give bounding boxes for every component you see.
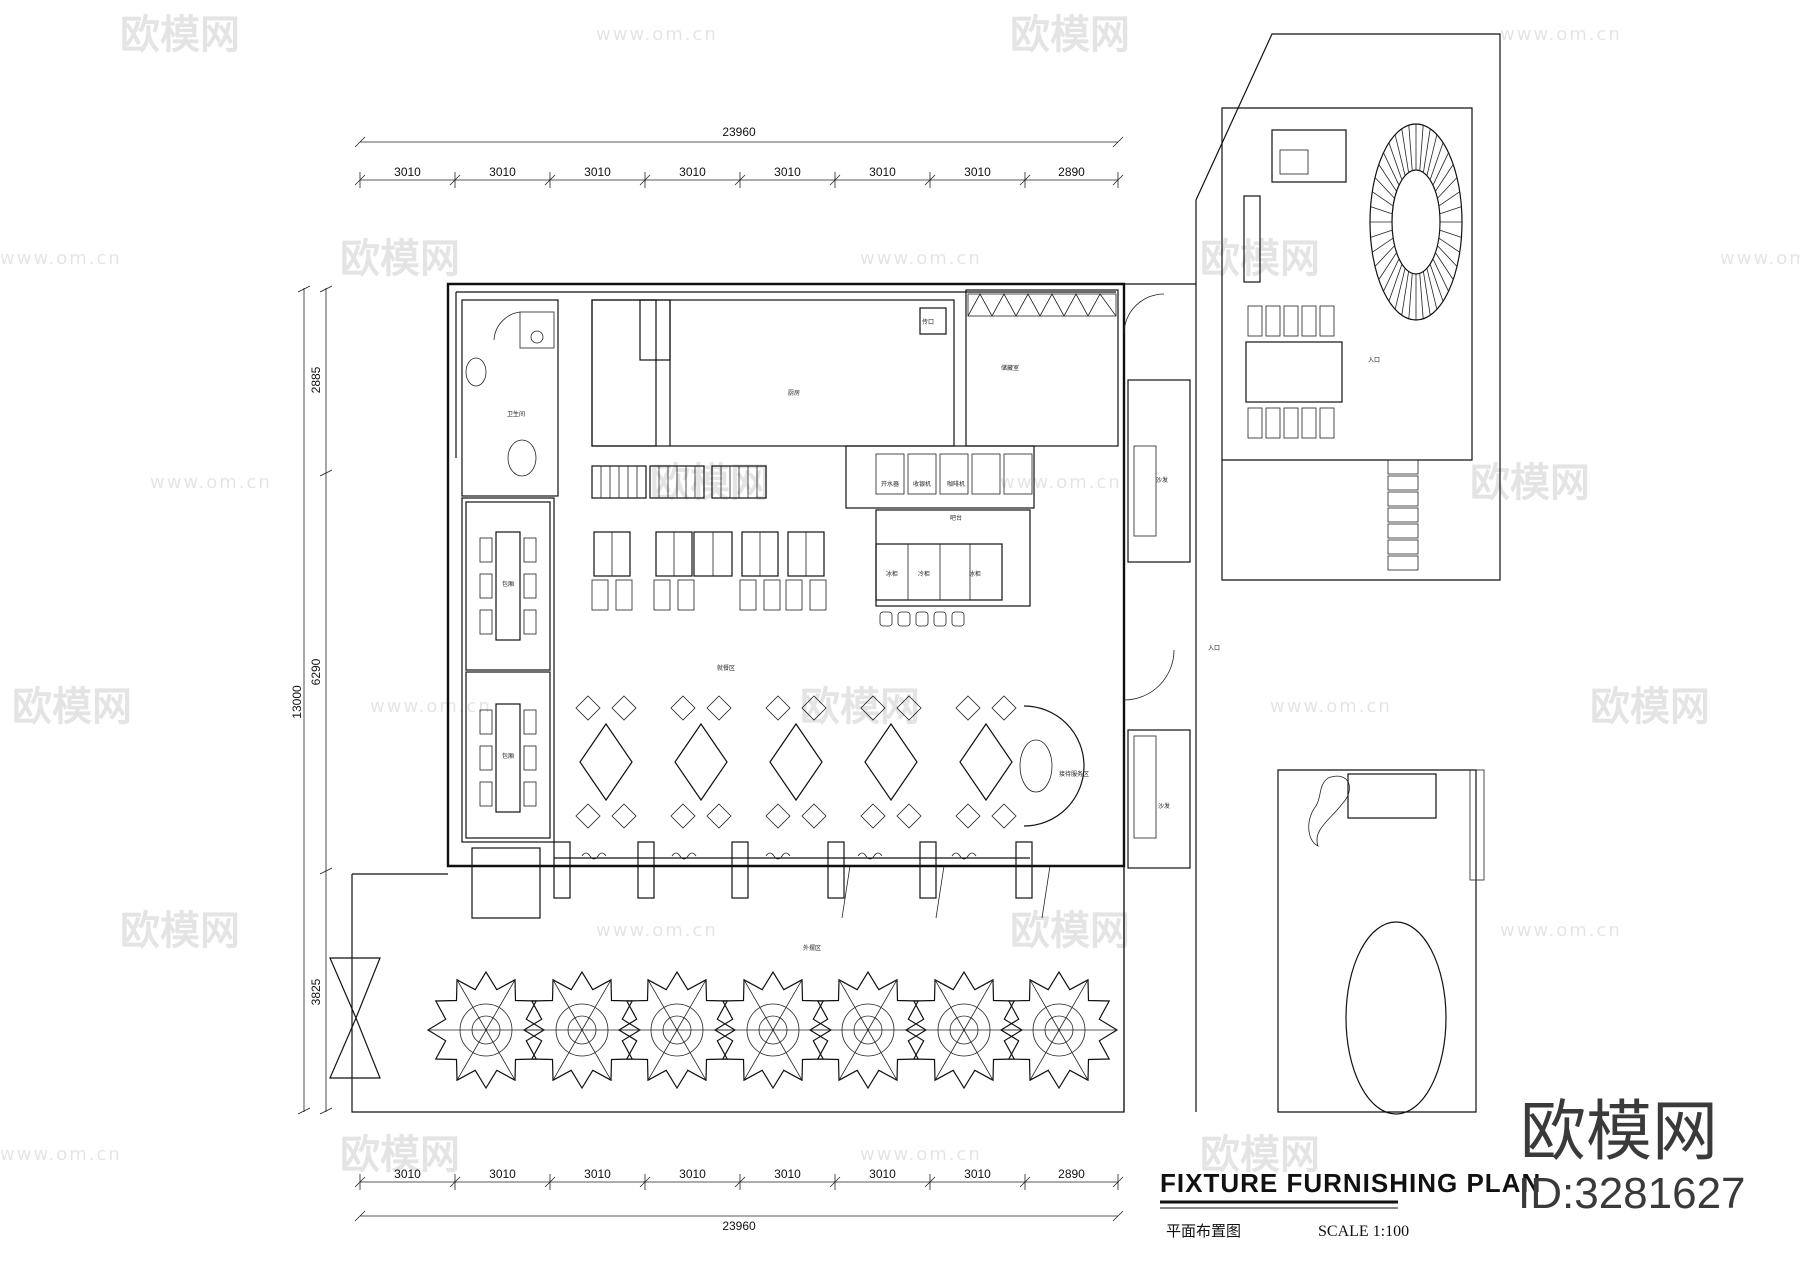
- bottom-segment-5: 3010: [774, 1167, 801, 1181]
- watermark-url: www.om.cn: [1000, 472, 1122, 493]
- label-main-dining: 就餐区: [717, 664, 735, 672]
- top-total-dimension: 23960: [722, 125, 756, 139]
- watermark-url: www.om.cn: [1500, 24, 1622, 45]
- watermark-url: www.om.cn: [596, 24, 718, 45]
- left-dimension-chain: 13000 2885 6290 3825: [290, 285, 333, 1115]
- plan-scale: SCALE 1:100: [1318, 1223, 1409, 1240]
- watermark-logo: 欧模网: [120, 12, 240, 58]
- watermark-logo: 欧模网: [1200, 1132, 1320, 1178]
- top-segment-7: 3010: [964, 165, 991, 179]
- private-room-tables: [479, 531, 537, 813]
- top-segment-1: 3010: [394, 165, 421, 179]
- label-sofa-1: 沙发: [1156, 476, 1168, 484]
- watermark-logo: 欧模网: [1010, 908, 1130, 954]
- label-kitchen: 厨房: [788, 389, 800, 397]
- watermark-url: www.om.cn: [150, 472, 272, 493]
- watermark-logo: 欧模网: [340, 236, 460, 282]
- dining-tables: [575, 695, 1085, 829]
- bottom-dimension-chain: 23960 3010 3010 3010 3010 3010 3010 3010 2890: [354, 1167, 1124, 1233]
- watermark-url: www.om.cn: [370, 696, 492, 717]
- top-segment-8: 2890: [1058, 165, 1085, 179]
- watermark-url: www.om.cn: [596, 920, 718, 941]
- label-bar: 吧台: [950, 514, 962, 522]
- watermark-logo: 欧模网: [1470, 460, 1590, 506]
- top-segment-3: 3010: [584, 165, 611, 179]
- label-shelf-1: 开水器: [881, 480, 899, 488]
- watermark-url: www.om.cn: [0, 248, 122, 269]
- label-shelf-3: 咖啡机: [947, 480, 965, 488]
- watermark-layer: 欧模网欧模网欧模网欧模网欧模网欧模网欧模网欧模网欧模网欧模网欧模网欧模网欧模网w…: [0, 12, 1800, 1178]
- watermark-logo: 欧模网: [650, 460, 770, 506]
- left-segment-3: 3825: [309, 978, 323, 1005]
- watermark-url: www.om.cn: [1720, 248, 1800, 269]
- sofa-rooms: [1123, 293, 1191, 869]
- watermark-logo: 欧模网: [12, 684, 132, 730]
- watermark-logo: 欧模网: [1010, 12, 1130, 58]
- watermark-logo: 欧模网: [1590, 684, 1710, 730]
- annex-furniture: [1243, 123, 1485, 1115]
- bottom-segment-8: 2890: [1058, 1167, 1085, 1181]
- bottom-segment-7: 3010: [964, 1167, 991, 1181]
- watermark-url: www.om.cn: [1500, 920, 1622, 941]
- outdoor-parasols: [329, 957, 1119, 1090]
- left-segment-1: 2885: [309, 366, 323, 393]
- top-segment-4: 3010: [679, 165, 706, 179]
- top-segment-2: 3010: [489, 165, 516, 179]
- top-segment-5: 3010: [774, 165, 801, 179]
- watermark-url: www.om.cn: [0, 1144, 122, 1165]
- top-segment-6: 3010: [869, 165, 896, 179]
- label-storage: 储藏室: [1001, 364, 1019, 372]
- label-counter-2: 冷柜: [918, 570, 930, 578]
- brand-corner: 欧模网 ID:3281627: [1518, 1093, 1746, 1218]
- watermark-logo: 欧模网: [340, 1132, 460, 1178]
- label-washroom: 卫生间: [507, 410, 525, 418]
- label-outdoor: 外摆区: [803, 944, 821, 952]
- label-counter-1: 冰柜: [886, 570, 898, 578]
- label-reception: 接待服务区: [1059, 770, 1089, 778]
- plan-title-chinese: 平面布置图: [1166, 1222, 1241, 1240]
- label-sofa-2: 沙发: [1158, 802, 1170, 810]
- watermark-logo: 欧模网: [1200, 236, 1320, 282]
- watermark-url: www.om.cn: [1270, 696, 1392, 717]
- bottom-total-dimension: 23960: [722, 1219, 756, 1233]
- left-total-dimension: 13000: [290, 685, 304, 719]
- bottom-segment-1: 3010: [394, 1167, 421, 1181]
- bottom-segment-6: 3010: [869, 1167, 896, 1181]
- label-counter-3: 冰柜: [969, 570, 981, 578]
- booth-seating: [591, 531, 827, 611]
- outer-walls: [351, 33, 1501, 1113]
- kitchen-area: [461, 289, 1119, 499]
- room-labels: 卫生间 厨房 传口 储藏室 吧台 就餐区 包厢 包厢 外摆区 沙发 沙发 入口 …: [502, 318, 1380, 952]
- plan-title-english: FIXTURE FURNISHING PLAN: [1160, 1168, 1541, 1198]
- bar-area: [845, 445, 1035, 627]
- label-entrance-side: 入口: [1208, 645, 1220, 652]
- watermark-logo: 欧模网: [120, 908, 240, 954]
- bottom-segment-4: 3010: [679, 1167, 706, 1181]
- bottom-segment-2: 3010: [489, 1167, 516, 1181]
- bottom-segment-3: 3010: [584, 1167, 611, 1181]
- label-shelf-2: 收银机: [913, 480, 931, 488]
- left-segment-2: 6290: [309, 658, 323, 685]
- label-private-room-1: 包厢: [502, 580, 514, 588]
- title-block: FIXTURE FURNISHING PLAN 平面布置图 SCALE 1:10…: [1160, 1168, 1541, 1240]
- label-private-room-2: 包厢: [502, 752, 514, 760]
- glass-partition: [471, 841, 1051, 919]
- watermark-url: www.om.cn: [860, 248, 982, 269]
- label-pass: 传口: [922, 318, 934, 326]
- watermark-logo: 欧模网: [800, 684, 920, 730]
- brand-logo-text: 欧模网: [1520, 1093, 1718, 1170]
- top-dimension-chain: 23960 3010 3010 3010 3010 3010 3010 3010 2890: [354, 125, 1124, 188]
- label-entrance-top: 入口: [1368, 357, 1380, 364]
- watermark-url: www.om.cn: [860, 1144, 982, 1165]
- brand-id-text: ID:3281627: [1518, 1169, 1746, 1218]
